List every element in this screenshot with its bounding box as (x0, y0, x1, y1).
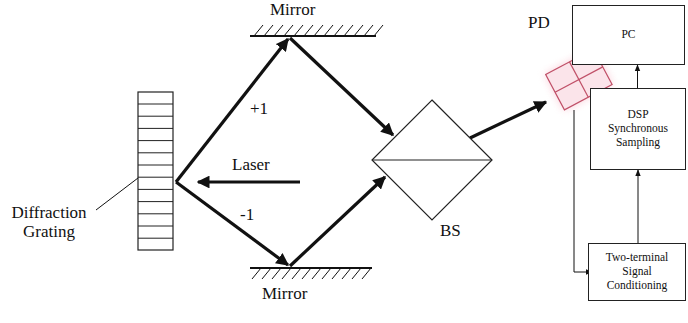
pd-label: PD (528, 14, 550, 33)
mirror-bottom (250, 268, 372, 279)
process-box: DSP Synchronous Sampling (590, 88, 686, 170)
mirror-label: Mirror (262, 285, 307, 304)
box-text: Two-terminal Signal Conditioning (589, 247, 685, 296)
process-box: PC (572, 5, 685, 65)
box-text: PC (615, 24, 641, 46)
signal-arrow (637, 65, 638, 88)
bs-label: BS (440, 222, 461, 241)
leader-line (96, 178, 138, 210)
laser-beams (176, 38, 546, 266)
signal-arrow (638, 170, 639, 243)
diffraction-grating (138, 92, 173, 250)
box-text: DSP Synchronous Sampling (591, 104, 685, 153)
process-box: Two-terminal Signal Conditioning (588, 243, 686, 301)
order-label: -1 (240, 206, 254, 225)
mirror-label: Mirror (270, 1, 315, 20)
laser-label: Laser (232, 156, 270, 175)
grating-label: Diffraction Grating (4, 204, 94, 241)
mirror-top (250, 25, 383, 36)
order-label: +1 (250, 100, 268, 119)
beam-splitter (372, 100, 492, 220)
